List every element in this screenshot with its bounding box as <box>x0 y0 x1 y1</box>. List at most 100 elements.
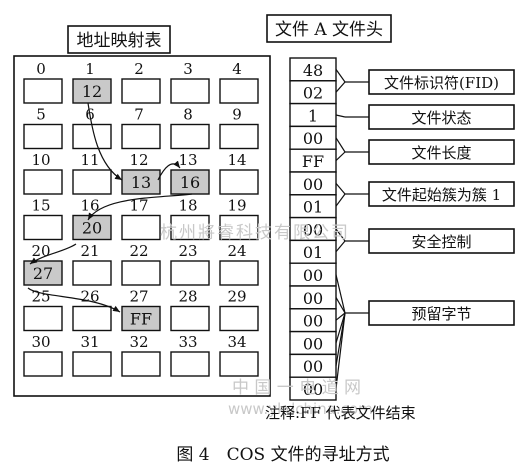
header-byte-value: 00 <box>303 380 323 399</box>
cluster-number: 0 <box>36 60 46 78</box>
header-byte-9: 00 <box>289 262 337 287</box>
header-title: 文件 A 文件头 <box>266 14 392 43</box>
map-cell-30: 30 <box>23 333 63 377</box>
annotation-box <box>368 181 515 207</box>
cluster-number: 28 <box>178 288 197 306</box>
map-cell-21: 21 <box>72 242 112 286</box>
cluster-number: 14 <box>227 151 246 169</box>
map-cell-5: 5 <box>23 106 63 150</box>
header-byte-value: 02 <box>303 84 323 103</box>
cluster-slot <box>170 351 210 377</box>
header-byte-12: 00 <box>289 330 337 356</box>
map-cell-7: 7 <box>121 106 161 150</box>
cluster-slot <box>219 123 259 150</box>
cluster-number: 29 <box>227 288 246 306</box>
cluster-slot <box>23 78 63 104</box>
next-cluster-value: 13 <box>131 173 151 192</box>
map-cell-33: 33 <box>170 333 210 377</box>
map-cell-3: 3 <box>170 60 210 104</box>
header-byte-value: 01 <box>303 198 323 217</box>
annotation-connector <box>335 114 346 118</box>
map-cell-14: 14 <box>219 151 259 195</box>
cluster-slot <box>170 123 210 150</box>
header-byte-value: 00 <box>303 357 323 376</box>
chain-arrow-12-13 <box>157 160 181 181</box>
header-byte-0: 48 <box>289 57 337 82</box>
map-cell-28: 28 <box>170 288 210 332</box>
cluster-number: 21 <box>80 242 99 260</box>
cluster-number: 27 <box>129 288 148 306</box>
header-title-text: 文件 A 文件头 <box>275 20 383 40</box>
cluster-slot <box>23 123 63 150</box>
annotation-label: 预留字节 <box>411 305 471 323</box>
annotation-0: 文件标识符(FID) <box>335 69 515 95</box>
map-title: 地址映射表 <box>67 25 171 54</box>
figure-caption: 图 4 COS 文件的寻址方式 <box>176 445 389 465</box>
cluster-number: 34 <box>227 333 246 351</box>
header-byte-11: 00 <box>289 308 337 333</box>
cluster-slot <box>72 305 112 332</box>
annotation-box <box>368 104 515 130</box>
header-byte-1: 02 <box>289 80 337 105</box>
annotation-connector <box>335 240 346 253</box>
cluster-slot <box>121 260 161 286</box>
map-cell-22: 22 <box>121 242 161 286</box>
cluster-slot <box>219 305 259 332</box>
cluster-slot <box>23 214 63 241</box>
map-cell-4: 4 <box>219 60 259 104</box>
watermark-bottom-line1: 中 国 一 电 道 网 <box>232 378 361 398</box>
cluster-number: 22 <box>129 242 148 260</box>
cluster-number: 5 <box>36 106 46 124</box>
next-cluster-value: 20 <box>82 219 102 238</box>
cluster-number: 25 <box>31 288 50 306</box>
annotation-5: 预留字节 <box>335 274 515 389</box>
header-byte-10: 00 <box>289 285 337 310</box>
header-byte-5: 00 <box>289 171 337 196</box>
cluster-number: 2 <box>134 60 144 78</box>
cluster-slot <box>219 169 259 195</box>
map-cell-1: 112 <box>72 60 112 104</box>
annotation-connector <box>335 274 346 314</box>
cluster-number: 10 <box>31 151 50 169</box>
map-cell-10: 10 <box>23 151 63 195</box>
cluster-number: 32 <box>129 333 148 351</box>
chain-arrow-1-12 <box>87 102 123 181</box>
map-cell-24: 24 <box>219 242 259 286</box>
map-cell-18: 18 <box>170 197 210 241</box>
annotation-connector <box>335 81 346 93</box>
cluster-slot <box>121 305 161 332</box>
annotation-connector <box>335 183 346 195</box>
cluster-number: 23 <box>178 242 197 260</box>
header-byte-2: 1 <box>289 102 337 128</box>
cluster-number: 4 <box>232 60 242 78</box>
cluster-slot <box>72 351 112 377</box>
map-cell-34: 34 <box>219 333 259 377</box>
cluster-number: 16 <box>80 197 99 215</box>
map-cell-23: 23 <box>170 242 210 286</box>
cluster-number: 33 <box>178 333 197 351</box>
annotation-connector <box>335 193 346 207</box>
cluster-slot <box>72 260 112 286</box>
chain-arrow-20-27 <box>27 287 121 313</box>
map-cell-8: 8 <box>170 106 210 150</box>
cluster-chain <box>27 102 193 313</box>
annotation-box <box>368 300 515 326</box>
watermark-bottom-line2: www.ykdchina.com <box>228 400 373 418</box>
map-cell-17: 17 <box>121 197 161 241</box>
next-cluster-value: 27 <box>33 264 53 283</box>
cluster-slot <box>170 169 210 195</box>
cluster-slot <box>23 351 63 377</box>
annotation-connector <box>335 312 346 389</box>
cluster-number: 31 <box>80 333 99 351</box>
map-cell-11: 11 <box>72 151 112 195</box>
cluster-slot <box>72 78 112 104</box>
cluster-slot <box>23 260 63 286</box>
